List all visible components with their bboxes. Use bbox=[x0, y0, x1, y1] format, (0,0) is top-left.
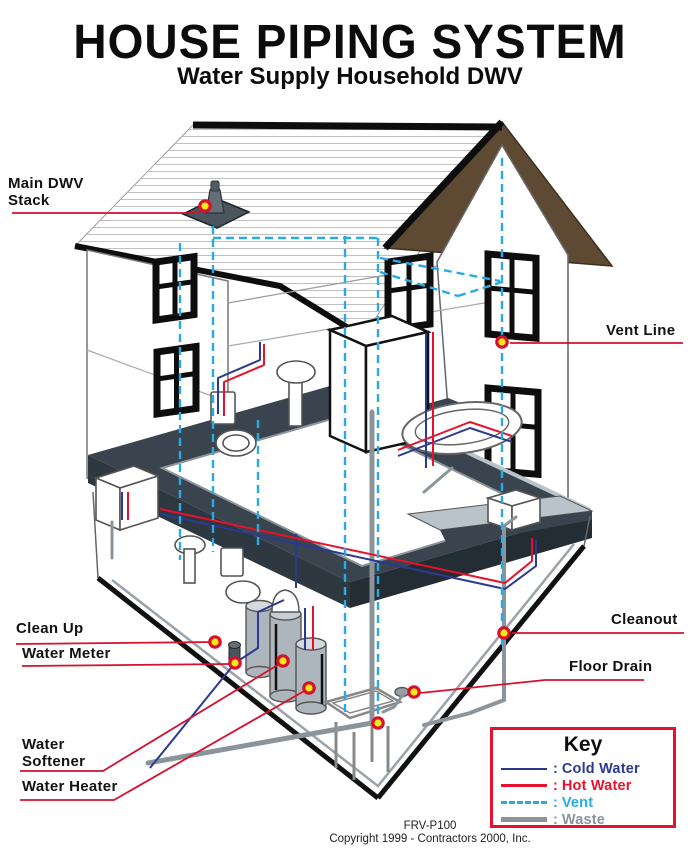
window-upper-left bbox=[152, 252, 198, 324]
leader-water-heater bbox=[20, 689, 307, 801]
hot-water-pipes bbox=[127, 332, 533, 650]
legend: Key : Cold Water : Hot Water : Vent : Wa… bbox=[490, 727, 676, 828]
callout-text: Stack bbox=[8, 191, 50, 209]
legend-label-hot-water: Hot Water bbox=[561, 777, 632, 794]
callout-clean-up: Clean Up bbox=[16, 620, 84, 637]
legend-colon: : bbox=[553, 760, 558, 777]
cold-main-run bbox=[159, 513, 537, 590]
marker-stack-base bbox=[371, 716, 385, 730]
callout-vent-line: Vent Line bbox=[606, 322, 676, 339]
hot-main-run bbox=[159, 508, 533, 584]
first-floor-slab-side-right bbox=[350, 512, 592, 608]
vent-line-swatch bbox=[501, 801, 547, 804]
waste-pipes bbox=[110, 409, 518, 766]
right-drain-pipe bbox=[422, 524, 506, 727]
callout-markers bbox=[198, 199, 511, 730]
leader-clean-up bbox=[15, 641, 215, 645]
marker-water-meter bbox=[228, 656, 242, 670]
legend-row-cold-water: : Cold Water bbox=[501, 760, 665, 777]
page-subtitle: Water Supply Household DWV bbox=[177, 63, 523, 90]
legend-colon: : bbox=[553, 777, 558, 794]
right-sink-icon bbox=[485, 489, 543, 532]
callout-water-meter: Water Meter bbox=[22, 645, 111, 662]
waste-line-swatch bbox=[501, 817, 547, 822]
vent-stack-pipe bbox=[210, 180, 220, 192]
legend-label-waste: Waste bbox=[561, 811, 606, 828]
footer: FRV-P100 Copyright 1999 - Contractors 20… bbox=[160, 820, 700, 846]
vent-pipes bbox=[178, 158, 504, 723]
laundry-tub-icon bbox=[323, 686, 404, 780]
legend-colon: : bbox=[553, 794, 558, 811]
copyright: Copyright 1999 - Contractors 2000, Inc. bbox=[329, 833, 531, 846]
leader-water-softener bbox=[20, 662, 282, 772]
callout-text: Softener bbox=[22, 752, 86, 770]
callout-floor-drain: Floor Drain bbox=[569, 658, 653, 675]
water-heater-icon bbox=[295, 637, 327, 715]
basement-floor-edge bbox=[111, 543, 575, 788]
roof-fascia-edge bbox=[74, 243, 365, 340]
roof-gable-left-edge bbox=[382, 119, 505, 251]
marker-clean-up bbox=[208, 635, 222, 649]
legend-label-cold-water: Cold Water bbox=[561, 760, 640, 777]
callout-text: Main DWV bbox=[8, 175, 84, 192]
product-code: FRV-P100 bbox=[403, 820, 457, 832]
basement-front-left-edge bbox=[96, 576, 380, 800]
marker-main-dwv-stack bbox=[198, 199, 212, 213]
cold-water-pipes bbox=[121, 334, 537, 769]
callout-cleanout: Cleanout bbox=[611, 611, 678, 628]
marker-water-heater bbox=[302, 681, 316, 695]
basement bbox=[92, 491, 591, 800]
marker-water-softener bbox=[276, 654, 290, 668]
basement-front-right-edge bbox=[376, 544, 586, 800]
toilet2-icon bbox=[220, 547, 261, 604]
roof-ridge bbox=[192, 121, 503, 131]
marker-floor-drain bbox=[407, 685, 421, 699]
marker-vent-line bbox=[495, 335, 509, 349]
window-wing-upper bbox=[484, 250, 540, 343]
water-service-line bbox=[149, 599, 285, 769]
legend-row-vent: : Vent bbox=[501, 794, 665, 811]
callout-water-softener: Water Softener bbox=[22, 736, 86, 770]
window-lower-left bbox=[153, 342, 200, 418]
callout-main-dwv-stack: Main DWV Stack bbox=[8, 175, 84, 209]
callout-text: Water bbox=[22, 736, 65, 753]
floor-drain-trap bbox=[381, 693, 405, 714]
leader-floor-drain bbox=[419, 679, 644, 694]
legend-row-waste: : Waste bbox=[501, 811, 665, 828]
legend-label-vent: Vent bbox=[561, 794, 594, 811]
basement-right-edge bbox=[583, 515, 591, 547]
cold-water-line-swatch bbox=[501, 767, 547, 770]
marker-cleanout bbox=[497, 626, 511, 640]
kitchen-sink-icon bbox=[93, 465, 161, 532]
page-title: HOUSE PIPING SYSTEM bbox=[73, 13, 627, 69]
basement-left-edge bbox=[92, 491, 99, 579]
sewer-main bbox=[145, 720, 375, 766]
tub-drain bbox=[422, 466, 454, 494]
legend-row-hot-water: : Hot Water bbox=[501, 777, 665, 794]
legend-title: Key bbox=[563, 733, 603, 756]
legend-colon: : bbox=[553, 811, 558, 828]
callout-water-heater: Water Heater bbox=[22, 778, 118, 795]
fixtures-first-floor bbox=[93, 465, 543, 604]
leader-lines bbox=[12, 207, 684, 801]
lav-sink-icon bbox=[174, 535, 206, 584]
pedestal-sink-icon bbox=[276, 360, 316, 427]
leader-water-meter bbox=[21, 663, 231, 667]
hot-water-line-swatch bbox=[501, 784, 547, 787]
